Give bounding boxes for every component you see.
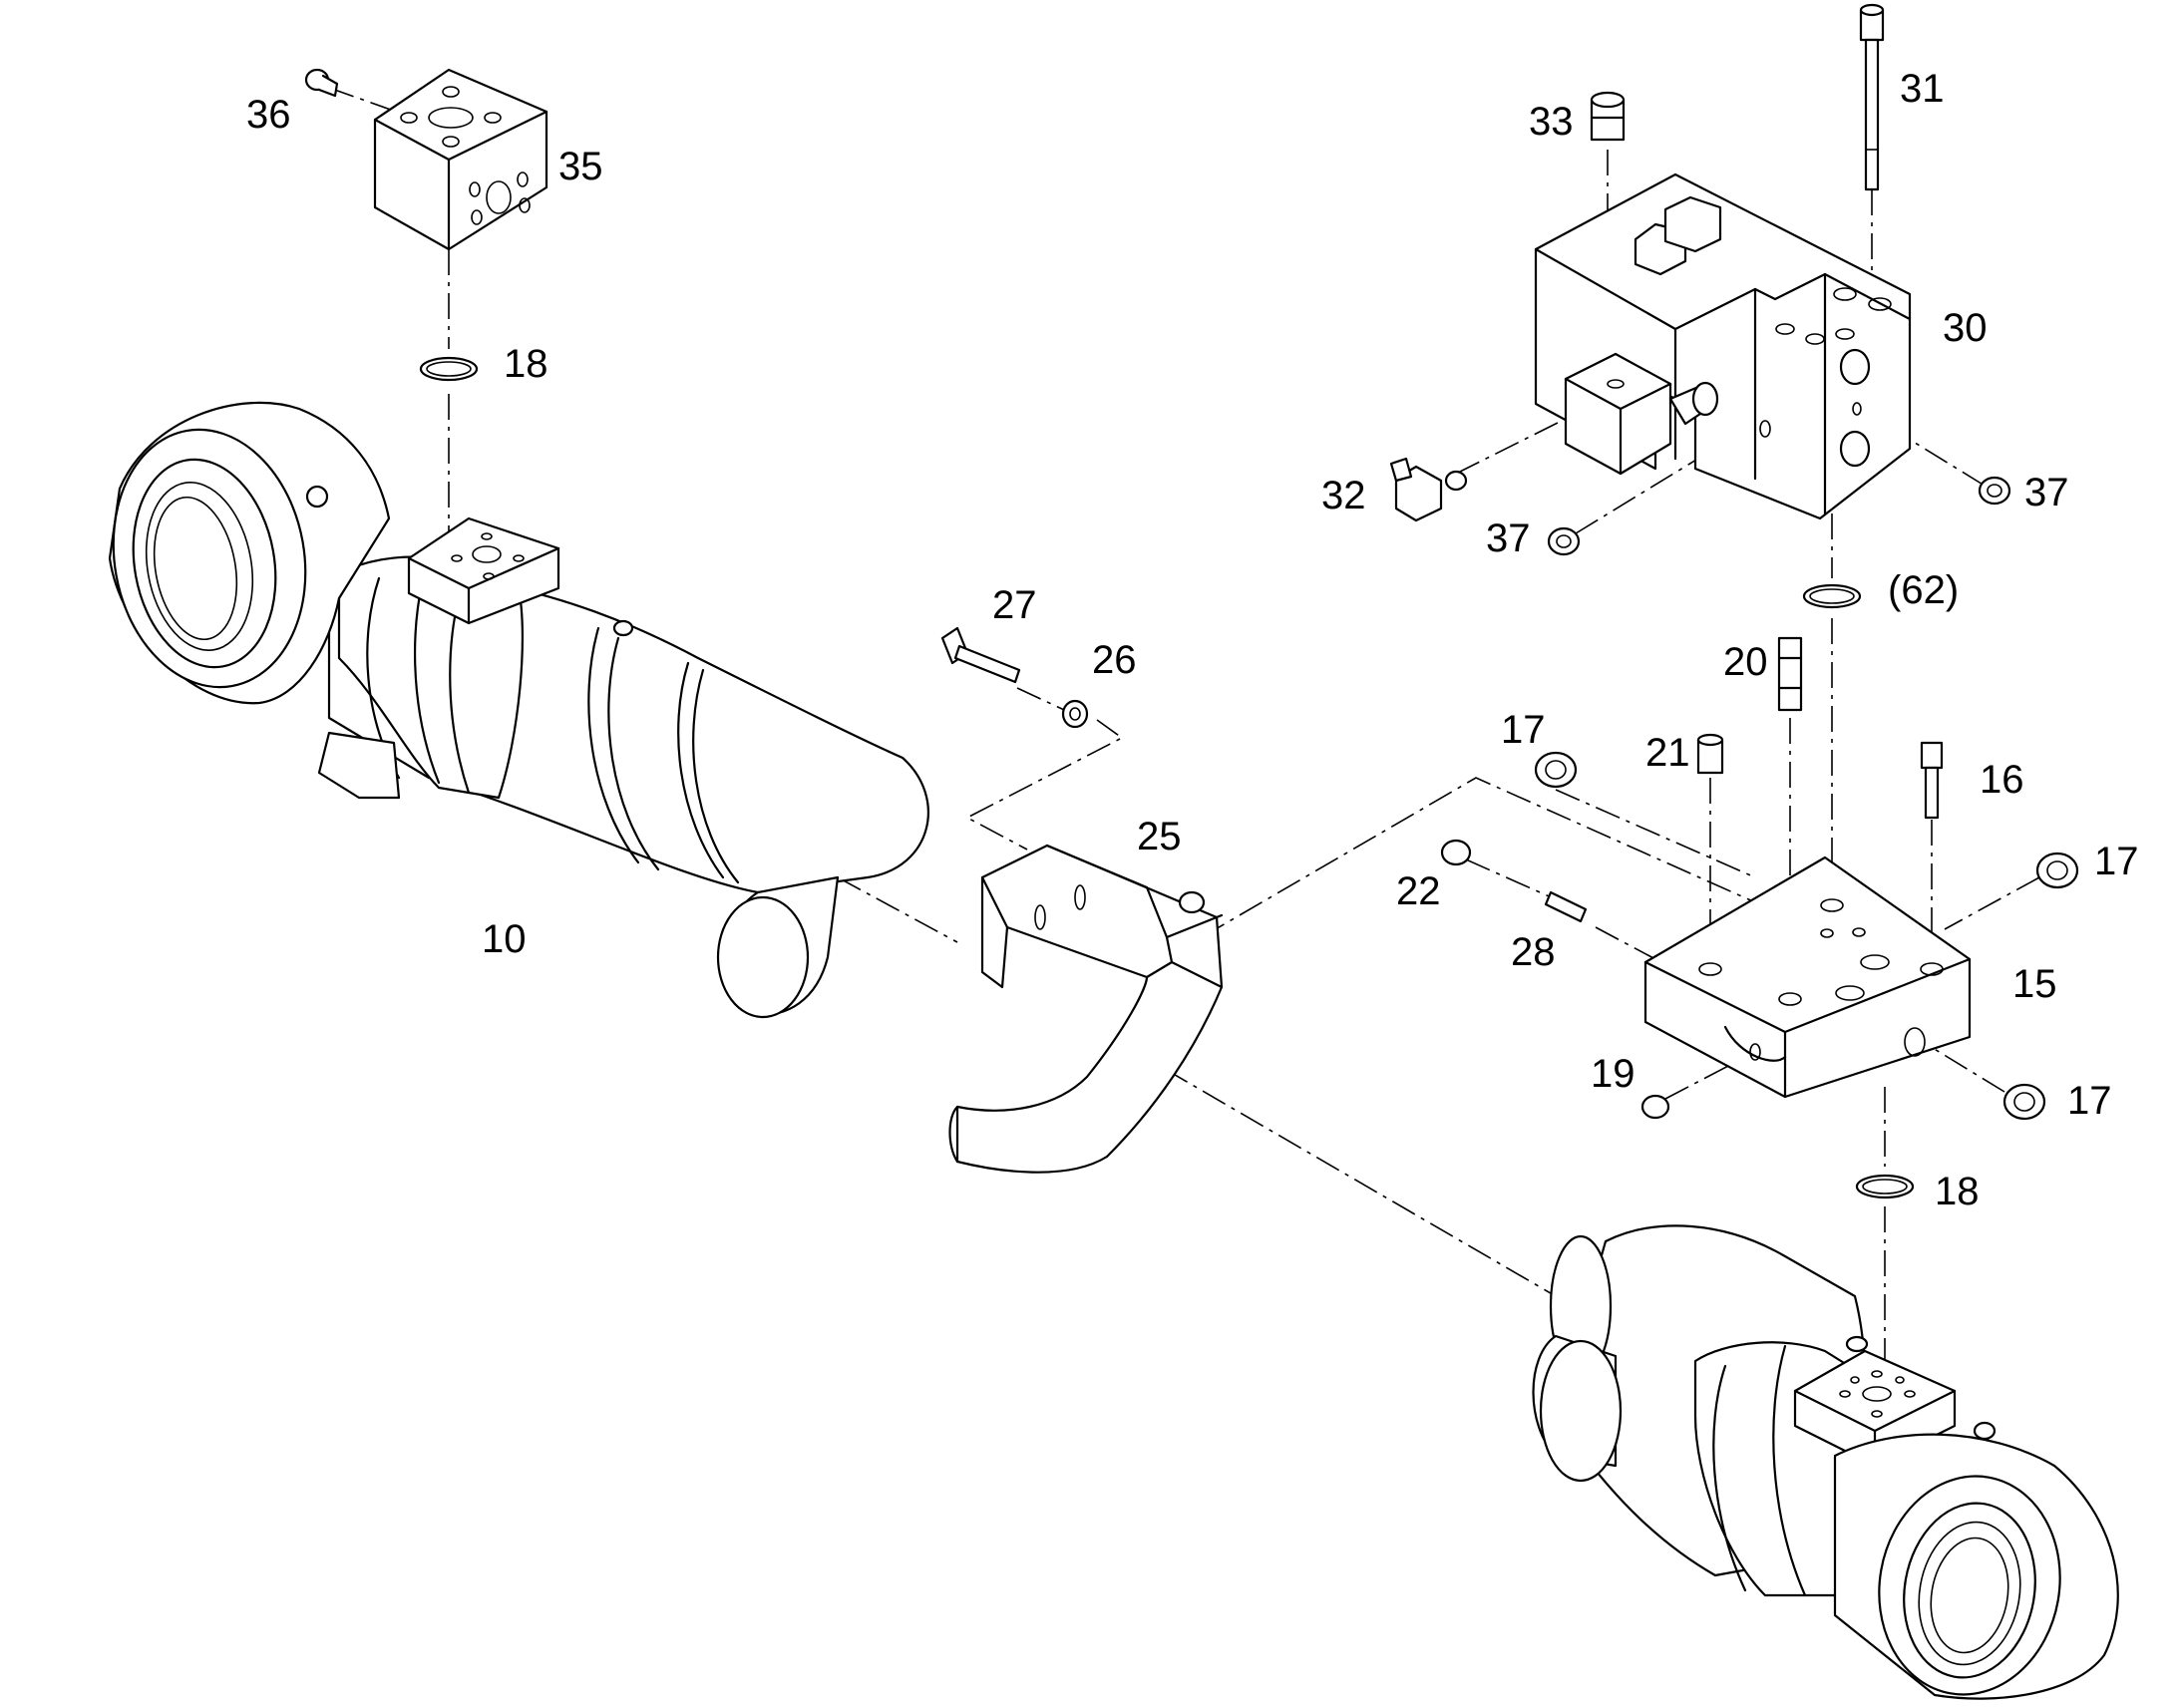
o-ring-18-top bbox=[419, 356, 479, 382]
elbow-fitting-32 bbox=[1389, 457, 1468, 522]
label-part-20: 20 bbox=[1723, 640, 1768, 684]
screw-36 bbox=[304, 68, 339, 98]
label-part-35: 35 bbox=[558, 145, 603, 188]
label-part-62: (62) bbox=[1888, 568, 1959, 612]
label-part-19: 19 bbox=[1591, 1052, 1635, 1096]
label-part-18-bottom: 18 bbox=[1935, 1170, 1980, 1213]
label-part-21: 21 bbox=[1645, 731, 1690, 775]
label-part-37-left: 37 bbox=[1486, 516, 1531, 560]
pin-28 bbox=[1544, 890, 1588, 923]
o-ring-62 bbox=[1802, 583, 1862, 609]
plug-17-left bbox=[1534, 751, 1578, 789]
clamp-25 bbox=[948, 844, 1224, 1174]
hydraulic-cylinder-10 bbox=[108, 401, 929, 1019]
part-labels: 10 15 16 17 17 17 18 18 19 20 21 22 25 2… bbox=[246, 67, 2139, 1213]
plug-37-right bbox=[1978, 476, 2011, 506]
plug-22 bbox=[1440, 839, 1472, 866]
label-part-17-right-upper: 17 bbox=[2094, 840, 2139, 883]
plug-17-right-lower bbox=[2002, 1083, 2046, 1121]
label-part-18-top: 18 bbox=[504, 342, 548, 386]
valve-block-30 bbox=[1534, 172, 1912, 520]
fitting-33 bbox=[1590, 91, 1626, 142]
fitting-21 bbox=[1696, 733, 1724, 775]
label-part-17-left: 17 bbox=[1501, 708, 1546, 752]
label-part-31: 31 bbox=[1900, 67, 1945, 111]
label-part-15: 15 bbox=[2012, 962, 2057, 1006]
label-part-36: 36 bbox=[246, 93, 291, 137]
plug-37-left bbox=[1547, 526, 1581, 556]
washer-26 bbox=[1061, 699, 1089, 729]
label-part-16: 16 bbox=[1980, 758, 2024, 802]
label-part-22: 22 bbox=[1396, 869, 1441, 913]
label-part-33: 33 bbox=[1529, 100, 1574, 144]
hydraulic-cylinder-lower bbox=[1532, 1224, 2119, 1700]
label-part-37-right: 37 bbox=[2024, 471, 2069, 514]
label-part-30: 30 bbox=[1943, 306, 1988, 350]
test-valve-20 bbox=[1777, 636, 1803, 712]
plug-17-right-upper bbox=[2035, 852, 2079, 889]
label-part-27: 27 bbox=[992, 583, 1037, 627]
label-part-28: 28 bbox=[1511, 930, 1556, 974]
screw-16 bbox=[1920, 741, 1944, 820]
label-part-32: 32 bbox=[1321, 474, 1366, 517]
label-part-25: 25 bbox=[1137, 815, 1182, 858]
long-bolt-31 bbox=[1859, 3, 1885, 191]
o-ring-18-bottom bbox=[1855, 1174, 1915, 1199]
label-part-10: 10 bbox=[482, 917, 527, 961]
bolt-27 bbox=[940, 626, 1021, 684]
label-part-26: 26 bbox=[1092, 638, 1137, 682]
label-part-17-right-lower: 17 bbox=[2067, 1079, 2112, 1123]
adapter-block-35 bbox=[373, 68, 548, 251]
valve-block-15 bbox=[1643, 855, 1972, 1099]
plug-19 bbox=[1640, 1094, 1670, 1120]
